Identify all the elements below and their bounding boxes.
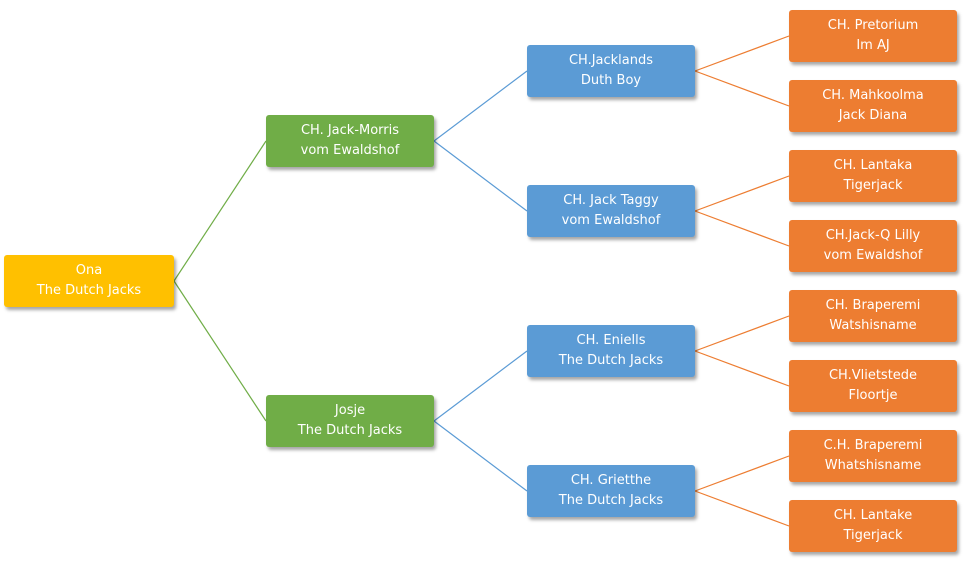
- node-dam-sire-name: CH. Eniells: [576, 333, 646, 348]
- connector-dam-dam-dam: [433, 420, 528, 492]
- node-sire: CH. Jack-Morris vom Ewaldshof: [266, 115, 434, 167]
- connector-sire-sire-dam: [433, 140, 528, 212]
- node-sire-sire-name: CH.Jacklands: [568, 53, 654, 68]
- node-dam-name: Josje: [334, 403, 366, 418]
- node-ggp-7-kennel: Whatshisname: [824, 458, 922, 473]
- node-sire-name: CH. Jack-Morris: [300, 123, 400, 138]
- node-ggp-2: CH. Mahkoolma Jack Diana: [789, 80, 957, 132]
- connector-ggp-2: [694, 70, 790, 107]
- node-ggp-6: CH.Vlietstede Floortje: [789, 360, 957, 412]
- connector-ggp-6: [694, 350, 790, 387]
- node-ggp-5: CH. Braperemi Watshisname: [789, 290, 957, 342]
- connector-sire-sire-sire: [433, 70, 528, 142]
- connector-ggp-4: [694, 210, 790, 247]
- node-subject: Ona The Dutch Jacks: [4, 255, 174, 307]
- node-ggp-1: CH. Pretorium Im AJ: [789, 10, 957, 62]
- node-ggp-5-kennel: Watshisname: [829, 318, 917, 333]
- connector-subject-dam: [173, 280, 267, 422]
- node-ggp-3: CH. Lantaka Tigerjack: [789, 150, 957, 202]
- node-subject-name: Ona: [75, 263, 103, 278]
- node-sire-kennel: vom Ewaldshof: [300, 143, 400, 158]
- connector-ggp-1: [694, 35, 790, 72]
- node-ggp-1-kennel: Im AJ: [856, 38, 890, 53]
- node-ggp-3-name: CH. Lantaka: [833, 158, 913, 173]
- connector-ggp-8: [694, 490, 790, 527]
- connector-ggp-5: [694, 315, 790, 352]
- node-ggp-8: CH. Lantake Tigerjack: [789, 500, 957, 552]
- node-sire-dam-kennel: vom Ewaldshof: [561, 213, 661, 228]
- node-dam-sire-kennel: The Dutch Jacks: [558, 353, 664, 368]
- node-ggp-8-name: CH. Lantake: [833, 508, 913, 523]
- node-subject-kennel: The Dutch Jacks: [36, 283, 142, 298]
- node-ggp-4-name: CH.Jack-Q Lilly: [825, 228, 921, 243]
- node-ggp-7-name: C.H. Braperemi: [823, 438, 923, 453]
- node-sire-sire-kennel: Duth Boy: [580, 73, 642, 88]
- node-ggp-6-name: CH.Vlietstede: [828, 368, 918, 383]
- node-ggp-6-kennel: Floortje: [848, 388, 898, 403]
- node-dam-dam-kennel: The Dutch Jacks: [558, 493, 664, 508]
- connector-ggp-3: [694, 175, 790, 212]
- node-sire-dam-name: CH. Jack Taggy: [563, 193, 659, 208]
- node-ggp-7: C.H. Braperemi Whatshisname: [789, 430, 957, 482]
- node-dam-kennel: The Dutch Jacks: [297, 423, 403, 438]
- node-sire-dam: CH. Jack Taggy vom Ewaldshof: [527, 185, 695, 237]
- connector-dam-dam-sire: [433, 350, 528, 422]
- node-ggp-8-kennel: Tigerjack: [843, 528, 903, 543]
- node-sire-sire: CH.Jacklands Duth Boy: [527, 45, 695, 97]
- node-dam-dam: CH. Grietthe The Dutch Jacks: [527, 465, 695, 517]
- node-dam-sire: CH. Eniells The Dutch Jacks: [527, 325, 695, 377]
- node-dam: Josje The Dutch Jacks: [266, 395, 434, 447]
- node-ggp-3-kennel: Tigerjack: [843, 178, 903, 193]
- connector-ggp-7: [694, 455, 790, 492]
- node-ggp-4-kennel: vom Ewaldshof: [823, 248, 923, 263]
- node-ggp-1-name: CH. Pretorium: [827, 18, 919, 33]
- node-ggp-4: CH.Jack-Q Lilly vom Ewaldshof: [789, 220, 957, 272]
- connector-subject-sire: [173, 140, 267, 282]
- node-dam-dam-name: CH. Grietthe: [570, 473, 652, 488]
- node-ggp-2-name: CH. Mahkoolma: [822, 88, 924, 103]
- node-ggp-2-kennel: Jack Diana: [838, 108, 908, 123]
- node-ggp-5-name: CH. Braperemi: [825, 298, 921, 313]
